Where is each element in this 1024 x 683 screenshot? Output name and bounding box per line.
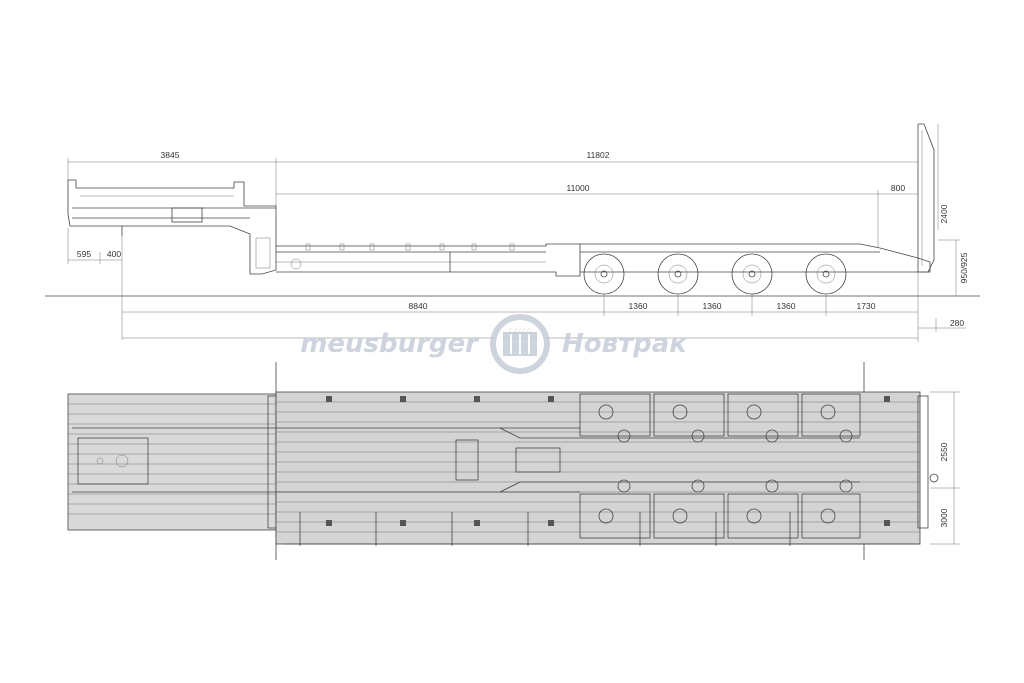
gooseneck-planks — [68, 403, 276, 515]
dim-kingpin-offset: 595 — [77, 249, 91, 259]
wheel-2 — [657, 253, 699, 295]
dim-ramp-height: 2400 — [939, 204, 949, 223]
side-view: 3845 11802 11000 800 2400 595 400 8840 1… — [45, 123, 980, 342]
side-dimension-lines — [67, 124, 966, 342]
gooseneck-frame — [67, 179, 277, 275]
lashing-points — [326, 396, 890, 526]
watermark: meusburger Новтрак — [300, 314, 688, 374]
dim-axle-spacing-1: 1360 — [629, 301, 648, 311]
dim-deck-height: 950/925 — [959, 252, 969, 283]
dim-kingpin-front: 400 — [107, 249, 121, 259]
dim-rear-overhang: 1730 — [857, 301, 876, 311]
dim-front-overhang: 3845 — [161, 150, 180, 160]
dim-outer-width: 3000 — [939, 508, 949, 527]
watermark-left-text: meusburger — [300, 329, 480, 359]
gooseneck-platform — [67, 393, 277, 531]
watermark-right-text: Новтрак — [562, 329, 688, 359]
dim-axle-spacing-3: 1360 — [777, 301, 796, 311]
dim-inner-width: 2550 — [939, 442, 949, 461]
wheel-4 — [805, 253, 847, 295]
axle-frame — [580, 243, 931, 273]
dim-axle-spacing-2: 1360 — [703, 301, 722, 311]
dim-platform-length: 11000 — [566, 183, 589, 193]
loading-deck — [276, 243, 581, 277]
width-dimension-lines — [930, 391, 960, 545]
side-stakes — [299, 512, 791, 546]
axle-bays — [579, 393, 861, 539]
dim-wheelbase-to-axle: 8840 — [409, 301, 428, 311]
top-view: 2550 3000 — [67, 362, 960, 560]
wheel-3 — [731, 253, 773, 295]
watermark-logo-icon — [490, 314, 550, 374]
rear-ramp — [917, 123, 935, 273]
dim-overall-length-upper: 11802 — [586, 150, 609, 160]
wheel-1 — [583, 253, 625, 295]
wheels — [583, 253, 847, 295]
dim-rear-ramp: 800 — [891, 183, 905, 193]
dim-rear-extension: 280 — [950, 318, 964, 328]
